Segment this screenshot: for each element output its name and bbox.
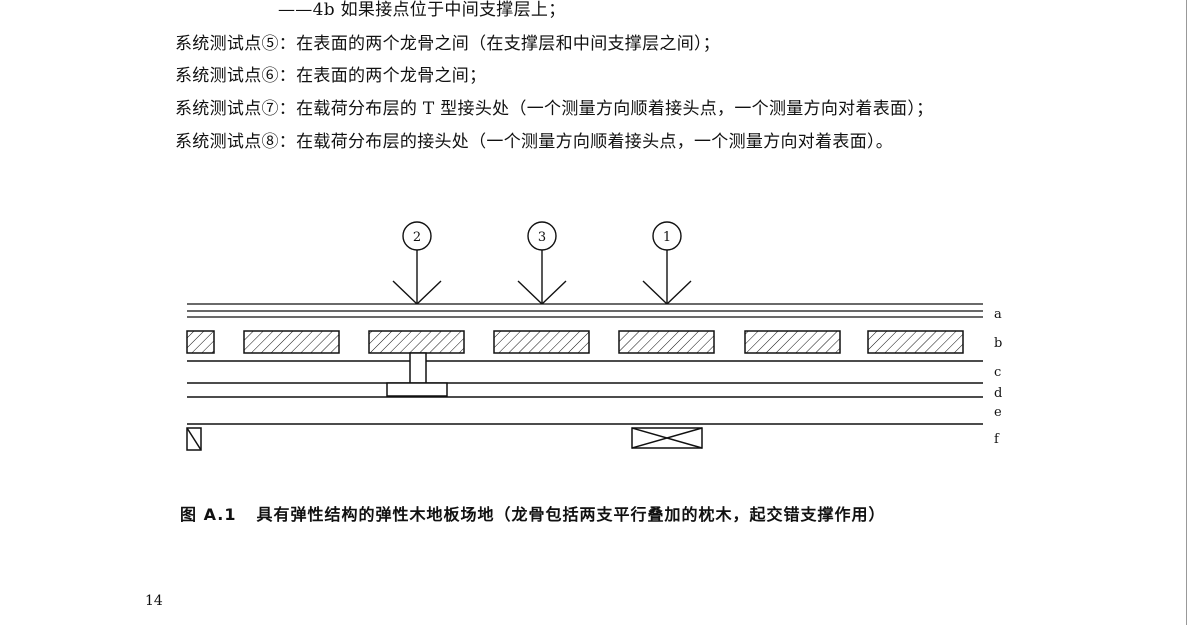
text-line-test-point-8: 系统测试点⑧：在载荷分布层的接头处（一个测量方向顺着接头点，一个测量方向对着表面…: [175, 132, 894, 152]
page-edge-rule: [1186, 0, 1187, 625]
test-point-marker-1: [642, 221, 692, 305]
page-number: 14: [145, 593, 163, 609]
text-line-test-point-7: 系统测试点⑦：在载荷分布层的 T 型接头处（一个测量方向顺着接头点，一个测量方向…: [175, 99, 934, 119]
joist: [186, 330, 215, 354]
layer-label-d: d: [994, 386, 1002, 401]
layer-label-e: e: [994, 405, 1002, 420]
layer-label-f: f: [994, 432, 1000, 447]
figure-number: 图 A.1: [180, 505, 237, 524]
t-joint-connector: [386, 352, 448, 397]
joist-row-b: [186, 330, 964, 354]
joist: [368, 330, 465, 354]
marker-label-1: 1: [663, 230, 671, 245]
text-line-test-point-5: 系统测试点⑤：在表面的两个龙骨之间（在支撑层和中间支撑层之间）；: [175, 34, 721, 54]
figure-caption-text: 具有弹性结构的弹性木地板场地（龙骨包括两支平行叠加的枕木，起交错支撑作用）: [256, 505, 886, 524]
layer-label-c: c: [994, 365, 1001, 380]
joist: [618, 330, 715, 354]
sleeper-row-f: [186, 427, 703, 451]
test-point-marker-2: [392, 221, 442, 305]
text-line-4b: ——4b 如果接点位于中间支撑层上；: [278, 0, 566, 20]
figure-caption: 图 A.1 具有弹性结构的弹性木地板场地（龙骨包括两支平行叠加的枕木，起交错支撑作…: [180, 501, 885, 525]
joist: [243, 330, 340, 354]
test-point-marker-3: [517, 221, 567, 305]
marker-label-3: 3: [538, 230, 546, 245]
joist: [867, 330, 964, 354]
surface-layer-a: [187, 303, 983, 318]
joist: [744, 330, 841, 354]
text-line-test-point-6: 系统测试点⑥：在表面的两个龙骨之间；: [175, 66, 487, 86]
layer-label-a: a: [994, 307, 1002, 322]
layer-label-b: b: [994, 336, 1002, 351]
middle-support-layers: [187, 360, 983, 425]
marker-label-2: 2: [413, 230, 421, 245]
joist: [493, 330, 590, 354]
